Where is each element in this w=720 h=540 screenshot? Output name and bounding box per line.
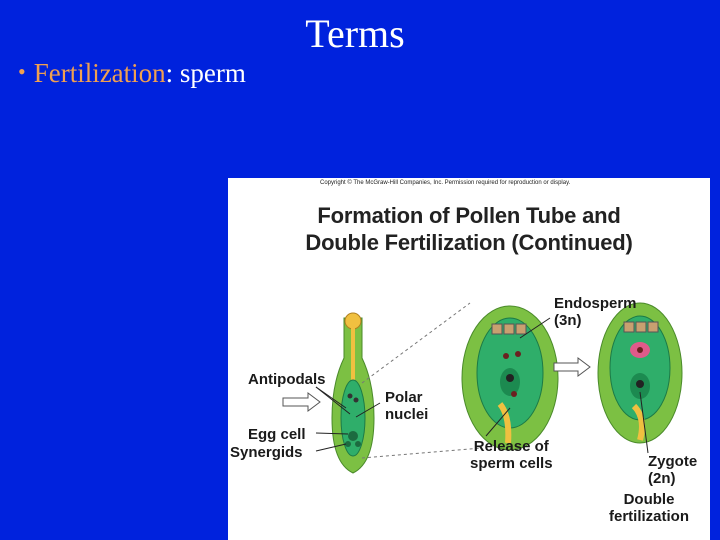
label-endosperm: Endosperm (3n) bbox=[554, 295, 637, 329]
label-release-line1: Release of bbox=[473, 438, 549, 455]
label-zygote-line2: (2n) bbox=[648, 470, 676, 487]
figure-title-line2: Double Fertilization (Continued) bbox=[305, 230, 633, 255]
label-synergids: Synergids bbox=[230, 444, 303, 461]
figure-title-line1: Formation of Pollen Tube and bbox=[317, 203, 621, 228]
fertilization-diagram bbox=[282, 302, 683, 474]
label-antipodals: Antipodals bbox=[248, 371, 326, 388]
bullet-item: • Fertilization: sperm bbox=[18, 58, 246, 89]
label-release-line2: sperm cells bbox=[470, 455, 553, 472]
slide-title: Terms bbox=[0, 10, 720, 57]
label-polar-line2: nuclei bbox=[385, 406, 429, 423]
label-zygote: Zygote (2n) bbox=[648, 453, 697, 487]
slide-title-text: Terms bbox=[305, 11, 405, 56]
label-polar-nuclei: Polar nuclei bbox=[385, 389, 428, 423]
label-double-line1: Double bbox=[623, 491, 675, 508]
ovule-sperm-release bbox=[461, 305, 559, 451]
label-zygote-line1: Zygote bbox=[648, 453, 698, 470]
bullet-term: Fertilization bbox=[33, 58, 166, 88]
fertilization-figure: Copyright © The McGraw-Hill Companies, I… bbox=[228, 178, 710, 540]
ovule-with-pollen-tube bbox=[331, 312, 375, 474]
label-endosperm-line2: (3n) bbox=[554, 312, 582, 329]
label-double-fertilization: Double fertilization bbox=[609, 491, 689, 525]
label-double-line2: fertilization bbox=[609, 508, 690, 525]
label-polar-line1: Polar bbox=[385, 389, 423, 406]
bullet-dot-icon: • bbox=[18, 59, 26, 84]
label-endosperm-line1: Endosperm bbox=[554, 295, 637, 312]
label-release-sperm: Release of sperm cells bbox=[470, 438, 553, 472]
figure-title: Formation of Pollen Tube and Double Fert… bbox=[228, 202, 710, 256]
bullet-text: : sperm bbox=[165, 58, 246, 88]
ovule-double-fertilization bbox=[597, 302, 683, 444]
copyright-notice: Copyright © The McGraw-Hill Companies, I… bbox=[320, 180, 571, 186]
label-egg-cell: Egg cell bbox=[248, 426, 306, 443]
